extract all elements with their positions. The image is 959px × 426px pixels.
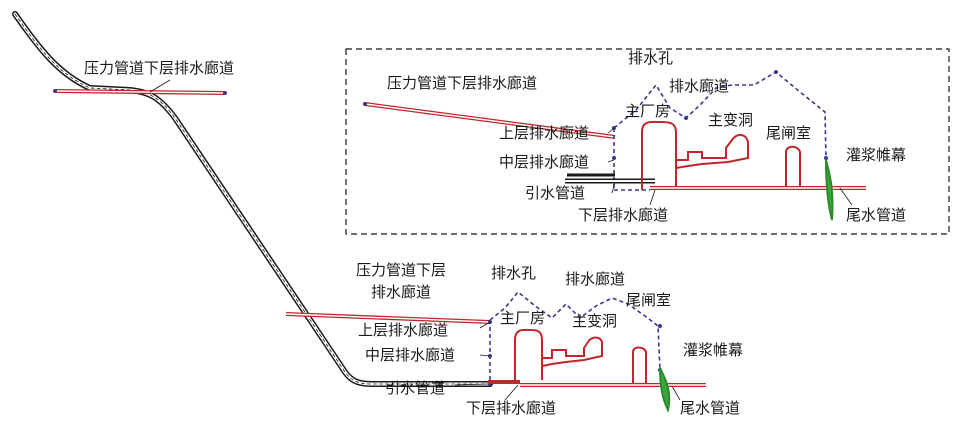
leader-lines <box>454 127 853 401</box>
main-label-upper-gallery: 上层排水廊道 <box>358 321 449 339</box>
inset-label-penstock-gallery: 压力管道下层排水廊道 <box>387 74 538 92</box>
inset-label-upper-gallery: 上层排水廊道 <box>499 124 590 142</box>
main-tailgate <box>632 346 647 384</box>
main-label-middle-gallery: 中层排水廊道 <box>365 346 456 364</box>
inset-tailgate <box>785 145 801 186</box>
inset-label-drain-hole: 排水孔 <box>628 49 674 67</box>
penstock-pipe <box>12 11 493 387</box>
main-label-transformer-cave: 主变洞 <box>572 312 618 330</box>
leader-line <box>149 79 171 93</box>
inset-label-transformer-cave: 主变洞 <box>708 111 754 129</box>
main-grout-curtain <box>659 367 671 413</box>
main-label-penstock-gallery-2: 排水廊道 <box>371 283 432 301</box>
main-label-penstock-gallery-1: 压力管道下层 <box>356 261 447 279</box>
inset-main-powerhouse <box>641 120 677 190</box>
inset-label-headrace: 引水管道 <box>525 184 586 202</box>
inset-label-drain-gallery: 排水廊道 <box>669 77 730 95</box>
main-label-grout-curtain: 灌浆帷幕 <box>683 341 744 359</box>
inset-label-middle-gallery: 中层排水廊道 <box>499 153 590 171</box>
main-label-drain-hole: 排水孔 <box>491 264 537 282</box>
inset-label-tailgate: 尾闸室 <box>766 124 812 142</box>
inset-transformer-cave <box>675 134 749 169</box>
main-label-tailgate: 尾闸室 <box>626 291 672 309</box>
main-label-drain-gallery: 排水廊道 <box>565 270 626 288</box>
main-label-headrace: 引水管道 <box>385 379 446 397</box>
inset-label-main-powerhouse: 主厂房 <box>625 102 671 120</box>
inset-label-tailrace: 尾水管道 <box>846 206 907 224</box>
main-label-tailrace: 尾水管道 <box>680 399 741 417</box>
main-label-lower-gallery: 下层排水廊道 <box>466 399 557 417</box>
penstock-lower-gallery-top <box>53 89 227 95</box>
main-powerhouse <box>514 328 543 382</box>
inset-label-grout-curtain: 灌浆帷幕 <box>846 146 907 164</box>
inset-grout-curtain <box>825 159 834 221</box>
inset-frame <box>345 48 950 235</box>
main-drain-gallery-line <box>489 290 661 380</box>
main-transformer-cave <box>541 336 603 367</box>
label-penstock-gallery-top: 压力管道下层排水廊道 <box>84 59 235 77</box>
main-label-main-powerhouse: 主厂房 <box>500 309 546 327</box>
inset-label-lower-gallery: 下层排水廊道 <box>578 206 669 224</box>
main-penstock-gallery <box>285 312 491 324</box>
inset-penstock-gallery <box>363 102 616 139</box>
